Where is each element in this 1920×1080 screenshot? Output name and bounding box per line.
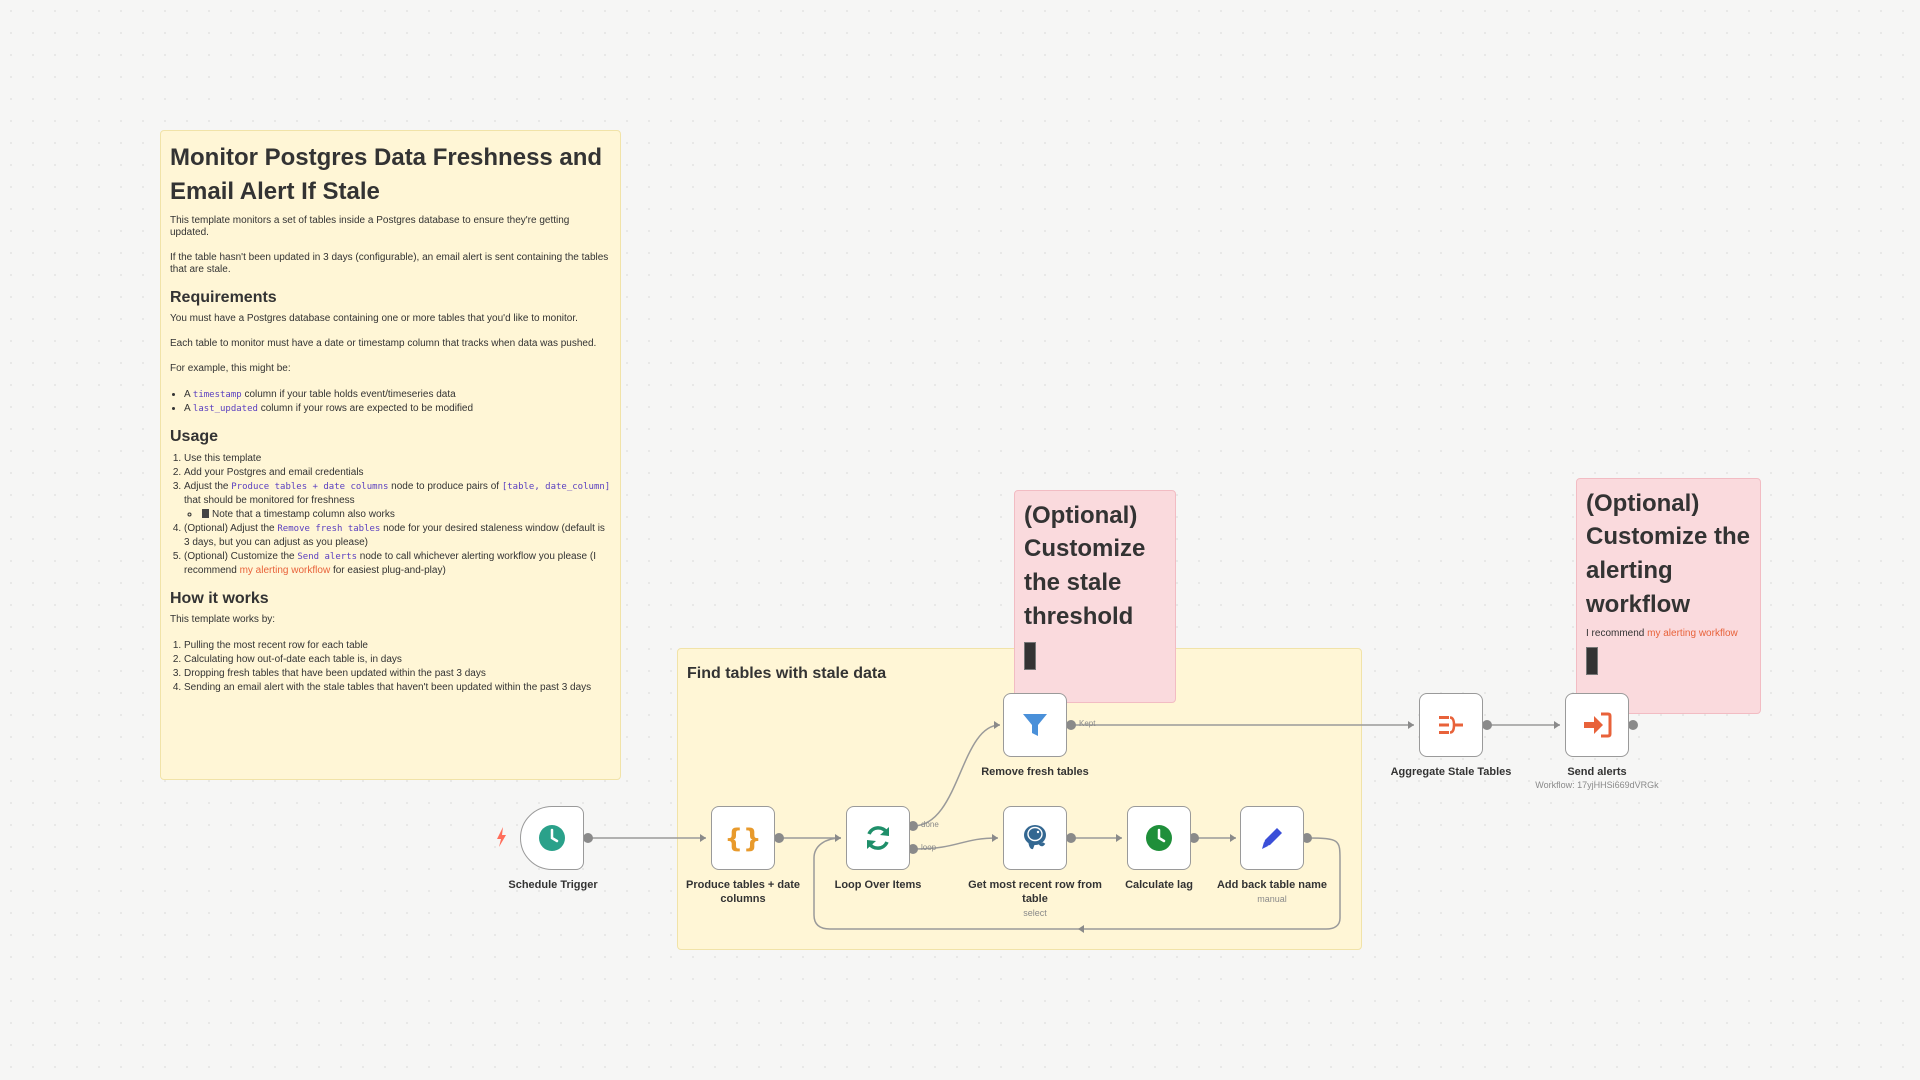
list-item: Calculating how out-of-date each table i… bbox=[184, 653, 611, 667]
recommend-text: I recommend my alerting workflow bbox=[1586, 628, 1738, 639]
optional-label: (Optional) bbox=[1024, 502, 1138, 529]
usage-heading: Usage bbox=[170, 428, 219, 445]
optional-heading: Customize the alerting workflow bbox=[1586, 523, 1751, 618]
send-alerts-node[interactable] bbox=[1565, 693, 1629, 757]
arrow-icon bbox=[835, 834, 841, 842]
node-label: Send alerts bbox=[1567, 766, 1627, 778]
output-port-loop bbox=[908, 844, 918, 854]
requirements-heading: Requirements bbox=[170, 289, 277, 306]
requirement-2: Each table to monitor must have a date o… bbox=[170, 338, 597, 349]
node-label: Remove fresh tables bbox=[981, 766, 1089, 778]
loop-over-items-node[interactable] bbox=[846, 806, 910, 870]
output-port bbox=[774, 833, 784, 843]
group-title: Find tables with stale data bbox=[687, 665, 887, 682]
usage-list: Use this template Add your Postgres and … bbox=[170, 452, 611, 578]
output-port bbox=[1066, 720, 1076, 730]
list-item: Add your Postgres and email credentials bbox=[184, 466, 611, 480]
calculate-lag-node[interactable] bbox=[1127, 806, 1191, 870]
clock-icon bbox=[1146, 825, 1172, 851]
connection-loop-remove bbox=[912, 724, 1001, 827]
output-port bbox=[1482, 720, 1492, 730]
node-subtitle: select bbox=[1023, 908, 1047, 918]
output-port bbox=[1628, 720, 1638, 730]
how-list: Pulling the most recent row for each tab… bbox=[170, 639, 611, 695]
node-label: Get most recent row from table bbox=[968, 879, 1102, 905]
get-most-recent-row-node[interactable] bbox=[1003, 806, 1067, 870]
node-label: Aggregate Stale Tables bbox=[1390, 766, 1512, 778]
node-label: Loop Over Items bbox=[834, 879, 922, 891]
arrow-left-icon bbox=[1078, 925, 1084, 933]
list-item: Dropping fresh tables that have been upd… bbox=[184, 667, 611, 681]
embedded-image bbox=[1586, 647, 1598, 675]
optional-heading: Customize the stale threshold bbox=[1024, 535, 1146, 630]
pencil-icon bbox=[1262, 828, 1282, 849]
aggregate-stale-tables-node[interactable] bbox=[1419, 693, 1483, 757]
remove-fresh-tables-node[interactable] bbox=[1003, 693, 1067, 757]
how-heading: How it works bbox=[170, 590, 269, 607]
schedule-trigger-node[interactable] bbox=[520, 806, 584, 870]
list-item: A timestamp column if your table holds e… bbox=[184, 388, 611, 402]
lightning-icon bbox=[497, 827, 506, 847]
output-port-done bbox=[908, 821, 918, 831]
how-intro: This template works by: bbox=[170, 614, 276, 625]
postgres-icon bbox=[1024, 825, 1046, 850]
produce-tables-node[interactable]: {} bbox=[711, 806, 775, 870]
alerting-workflow-link[interactable]: my alerting workflow bbox=[1647, 628, 1738, 639]
arrow-icon bbox=[994, 721, 1000, 729]
node-subtitle: Workflow: 17yjHHSi669dVRGk bbox=[1535, 780, 1659, 790]
refresh-icon bbox=[867, 826, 889, 850]
arrow-icon bbox=[1116, 834, 1122, 842]
aggregate-icon bbox=[1439, 716, 1463, 734]
list-item: (Optional) Customize the Send alerts nod… bbox=[184, 550, 611, 578]
note-intro-2: If the table hasn't been updated in 3 da… bbox=[170, 252, 609, 275]
output-port bbox=[1302, 833, 1312, 843]
list-item: (Optional) Adjust the Remove fresh table… bbox=[184, 522, 611, 550]
arrow-icon bbox=[700, 834, 706, 842]
requirement-1: You must have a Postgres database contai… bbox=[170, 313, 578, 324]
note-title: Monitor Postgres Data Freshness and Emai… bbox=[170, 144, 603, 205]
note-intro-1: This template monitors a set of tables i… bbox=[170, 215, 570, 238]
sticky-note-stale-threshold[interactable]: (Optional) Customize the stale threshold bbox=[1014, 490, 1176, 703]
node-label: Produce tables + date columns bbox=[685, 879, 800, 905]
list-item: Pulling the most recent row for each tab… bbox=[184, 639, 611, 653]
node-label: Add back table name bbox=[1216, 879, 1328, 891]
arrow-icon bbox=[1230, 834, 1236, 842]
list-item: Sending an email alert with the stale ta… bbox=[184, 681, 611, 695]
port-label-loop: loop bbox=[921, 843, 937, 852]
filter-icon bbox=[1023, 714, 1047, 736]
list-item: Use this template bbox=[184, 452, 611, 466]
list-item: Adjust the Produce tables + date columns… bbox=[184, 480, 611, 522]
sticky-note-alerting[interactable]: (Optional) Customize the alerting workfl… bbox=[1576, 478, 1761, 714]
output-port bbox=[1066, 833, 1076, 843]
warning-icon bbox=[200, 509, 209, 518]
output-port bbox=[583, 833, 593, 843]
port-label-kept: Kept bbox=[1079, 719, 1096, 728]
requirement-3: For example, this might be: bbox=[170, 363, 291, 374]
code-braces-icon: {} bbox=[726, 824, 760, 853]
requirement-bullets: A timestamp column if your table holds e… bbox=[170, 388, 611, 416]
list-item: A last_updated column if your rows are e… bbox=[184, 402, 611, 416]
add-back-table-name-node[interactable] bbox=[1240, 806, 1304, 870]
clock-icon bbox=[539, 825, 565, 851]
sticky-note-overview[interactable]: Monitor Postgres Data Freshness and Emai… bbox=[160, 130, 621, 780]
port-label-done: done bbox=[921, 820, 939, 829]
optional-label: (Optional) bbox=[1586, 490, 1700, 517]
node-subtitle: manual bbox=[1257, 894, 1287, 904]
arrow-icon bbox=[1408, 721, 1414, 729]
output-port bbox=[1189, 833, 1199, 843]
arrow-icon bbox=[1554, 721, 1560, 729]
node-label: Calculate lag bbox=[1125, 879, 1193, 891]
svg-text:{}: {} bbox=[726, 824, 760, 853]
connection-loop-getrow bbox=[912, 837, 999, 850]
arrow-icon bbox=[992, 834, 998, 842]
list-item: Note that a timestamp column also works bbox=[200, 508, 611, 522]
alerting-workflow-link[interactable]: my alerting workflow bbox=[239, 565, 331, 576]
embedded-image bbox=[1024, 642, 1036, 670]
sign-in-arrow-icon bbox=[1584, 712, 1612, 738]
node-label: Schedule Trigger bbox=[508, 879, 598, 891]
